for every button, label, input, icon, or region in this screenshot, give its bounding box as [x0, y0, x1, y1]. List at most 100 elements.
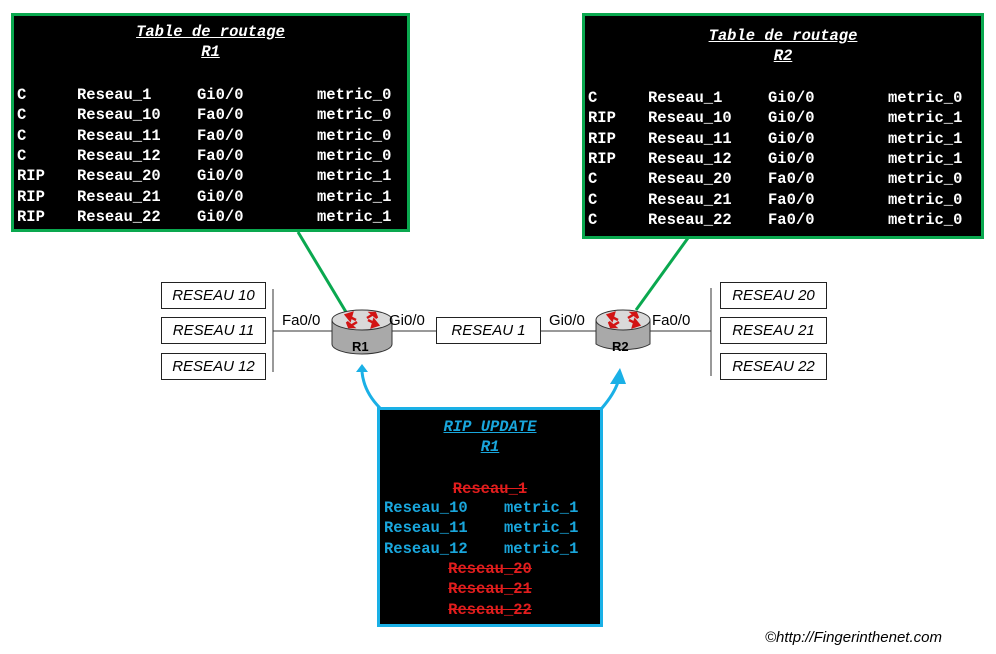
- rip-update-metric: metric_1: [504, 539, 579, 558]
- route-network: Reseau_20: [77, 167, 161, 186]
- route-network: Reseau_10: [648, 109, 732, 128]
- route-metric: metric_1: [888, 109, 963, 128]
- left-network-box: RESEAU 10: [161, 282, 266, 309]
- right-network-box: RESEAU 22: [720, 353, 827, 380]
- route-type: C: [588, 190, 598, 209]
- route-type: C: [588, 89, 598, 107]
- copyright-text: ©http://Fingerinthenet.com: [765, 629, 942, 646]
- r2-arrow-head-icon: [610, 368, 626, 384]
- routing-table-row: RIP Reseau_22 Gi0/0 metric_1: [14, 208, 407, 228]
- r1-table-subtitle: R1: [201, 43, 220, 61]
- r2-table-subtitle: R2: [773, 47, 793, 65]
- rip-update-network: Reseau_12: [384, 539, 468, 558]
- update-arrow-to-r2: [600, 381, 620, 409]
- route-network: Reseau_12: [77, 146, 161, 165]
- route-type: C: [17, 126, 27, 145]
- route-network: Reseau_21: [77, 187, 161, 206]
- route-type: C: [588, 210, 598, 229]
- r1-arrow-tail-icon: [356, 364, 368, 372]
- routing-table-row: RIP Reseau_21 Gi0/0 metric_1: [14, 188, 407, 208]
- route-iface: Fa0/0: [768, 170, 815, 189]
- rip-update-network: Reseau_11: [384, 519, 468, 538]
- right-network-box: RESEAU 20: [720, 282, 827, 309]
- middle-network-box: RESEAU 1: [436, 317, 541, 344]
- rip-update-metric: metric_1: [504, 499, 579, 517]
- router-r2-label: R2: [612, 339, 629, 354]
- router-r1-label: R1: [352, 339, 369, 354]
- route-network: Reseau_10: [77, 106, 161, 125]
- route-type: C: [17, 86, 27, 104]
- route-iface: Gi0/0: [197, 187, 244, 206]
- route-iface: Gi0/0: [768, 149, 815, 168]
- route-iface: Gi0/0: [197, 86, 244, 104]
- route-metric: metric_1: [317, 207, 392, 226]
- rip-update-removed-entry: Reseau_22: [448, 600, 532, 619]
- route-network: Reseau_11: [77, 126, 161, 145]
- r1-wan-iface-label: Gi0/0: [389, 312, 425, 329]
- r1-callout-line: [296, 231, 348, 313]
- route-metric: metric_0: [317, 146, 392, 165]
- route-iface: Fa0/0: [197, 126, 244, 145]
- r2-table-title: Table de routage: [708, 27, 858, 45]
- route-iface: Gi0/0: [197, 167, 244, 186]
- route-iface: Fa0/0: [768, 190, 815, 209]
- route-metric: metric_0: [888, 170, 963, 189]
- route-metric: metric_0: [888, 89, 963, 107]
- route-network: Reseau_20: [648, 170, 732, 189]
- route-network: Reseau_1: [77, 86, 152, 104]
- route-metric: metric_0: [888, 190, 963, 209]
- route-network: Reseau_1: [648, 89, 723, 107]
- r1-lan-iface-label: Fa0/0: [282, 312, 321, 329]
- router-r2-icon: [595, 309, 651, 351]
- rip-update-removed-entry: Reseau_20: [448, 560, 532, 578]
- route-type: RIP: [17, 167, 45, 186]
- route-iface: Gi0/0: [197, 207, 244, 226]
- route-metric: metric_1: [317, 187, 392, 206]
- route-type: RIP: [588, 109, 616, 128]
- route-iface: Fa0/0: [768, 210, 815, 229]
- route-metric: metric_0: [317, 86, 392, 104]
- rip-update-title: RIP UPDATE: [443, 418, 537, 436]
- rip-update-metric: metric_1: [504, 519, 579, 538]
- route-network: Reseau_11: [648, 129, 732, 148]
- routing-table-row: C Reseau_11 Fa0/0 metric_0: [14, 127, 407, 147]
- left-network-box: RESEAU 12: [161, 353, 266, 380]
- rip-update-removed-entry: Reseau_1: [452, 480, 528, 498]
- rip-update-panel: RIP UPDATE R1 Reseau_1 Reseau_10 metric_1…: [377, 407, 603, 627]
- route-type: RIP: [588, 149, 616, 168]
- route-metric: metric_1: [317, 167, 392, 186]
- left-network-box: RESEAU 11: [161, 317, 266, 344]
- r2-wan-iface-label: Gi0/0: [549, 312, 585, 329]
- routing-table-row: C Reseau_1 Gi0/0 metric_0: [585, 89, 981, 109]
- r2-lan-iface-label: Fa0/0: [652, 312, 691, 329]
- route-iface: Fa0/0: [197, 106, 244, 125]
- route-network: Reseau_12: [648, 149, 732, 168]
- router-r1-icon: [331, 309, 393, 355]
- route-metric: metric_1: [888, 149, 963, 168]
- route-network: Reseau_21: [648, 190, 732, 209]
- rip-update-network: Reseau_10: [384, 499, 468, 517]
- route-iface: Gi0/0: [768, 89, 815, 107]
- update-arrow-from-r1: [360, 371, 382, 410]
- route-type: RIP: [17, 207, 45, 226]
- route-metric: metric_0: [317, 126, 392, 145]
- routing-table-row: RIP Reseau_12 Gi0/0 metric_1: [585, 150, 981, 170]
- right-network-box: RESEAU 21: [720, 317, 827, 344]
- routing-table-row: C Reseau_1 Gi0/0 metric_0: [14, 86, 407, 106]
- route-type: RIP: [588, 129, 616, 148]
- route-network: Reseau_22: [648, 210, 732, 229]
- rip-update-subtitle: R1: [480, 438, 500, 456]
- route-type: RIP: [17, 187, 45, 206]
- route-metric: metric_1: [888, 129, 963, 148]
- rip-update-removed-entry: Reseau_21: [448, 580, 532, 599]
- routing-table-row: C Reseau_21 Fa0/0 metric_0: [585, 191, 981, 211]
- r1-table-title: Table de routage: [136, 23, 285, 41]
- route-network: Reseau_22: [77, 207, 161, 226]
